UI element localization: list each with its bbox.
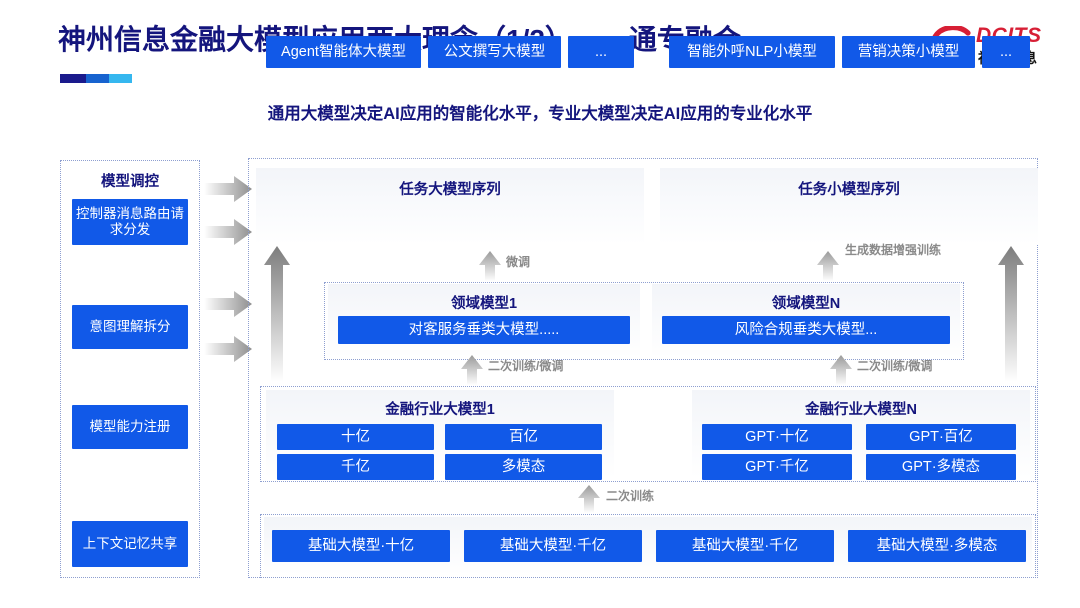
flow-arrow-right-3	[204, 291, 252, 317]
flow-arrow-up-finetune-left	[479, 251, 501, 281]
flow-arrow-up-retrain-left	[461, 355, 483, 385]
flow-label-gen-data-aug: 生成数据增强训练	[845, 243, 942, 257]
sidebar-frame	[60, 160, 200, 578]
finance-box-1-shiyi[interactable]: 十亿	[277, 424, 434, 450]
finance-box-1-baiyi[interactable]: 百亿	[445, 424, 602, 450]
sidebar-item-context-memory-sharing[interactable]: 上下文记忆共享	[72, 521, 188, 567]
flow-label-retrain-bottom: 二次训练	[606, 489, 655, 503]
finance-box-n-gpt-qianyi[interactable]: GPT·千亿	[702, 454, 852, 480]
base-model-frame	[260, 514, 1036, 578]
finance-model-1-title: 金融行业大模型1	[385, 402, 495, 418]
task-box-more-small[interactable]: ...	[982, 36, 1030, 68]
flow-arrow-up-tall-right	[998, 246, 1024, 382]
flow-arrow-up-gen-data-aug	[817, 251, 839, 281]
task-big-model-title: 任务大模型序列	[399, 182, 501, 198]
base-box-multimodal[interactable]: 基础大模型·多模态	[848, 530, 1026, 562]
sidebar-item-model-capability-registry[interactable]: 模型能力注册	[72, 405, 188, 449]
finance-box-n-gpt-baiyi[interactable]: GPT·百亿	[866, 424, 1016, 450]
flow-label-retrain-finetune-right: 二次训练/微调	[857, 359, 933, 373]
flow-label-retrain-finetune-left: 二次训练/微调	[488, 359, 564, 373]
finance-box-1-qianyi[interactable]: 千亿	[277, 454, 434, 480]
task-big-model-panel: 任务大模型序列	[256, 168, 644, 244]
task-small-model-panel: 任务小模型序列	[660, 168, 1038, 244]
task-box-agent-model[interactable]: Agent智能体大模型	[266, 36, 421, 68]
task-small-model-title: 任务小模型序列	[798, 182, 900, 198]
flow-arrow-right-2	[204, 219, 252, 245]
domain-box-risk-compliance[interactable]: 风险合规垂类大模型...	[662, 316, 950, 344]
task-box-marketing-decision-model[interactable]: 营销决策小模型	[842, 36, 975, 68]
sidebar-title: 模型调控	[101, 174, 159, 190]
task-box-outbound-nlp-model[interactable]: 智能外呼NLP小模型	[669, 36, 835, 68]
domain-model-n-title: 领域模型N	[771, 296, 841, 312]
base-box-qianyi-1[interactable]: 基础大模型·千亿	[464, 530, 642, 562]
flow-arrow-right-4	[204, 336, 252, 362]
domain-box-customer-service[interactable]: 对客服务垂类大模型.....	[338, 316, 630, 344]
finance-box-n-gpt-shiyi[interactable]: GPT·十亿	[702, 424, 852, 450]
finance-box-1-multimodal[interactable]: 多模态	[445, 454, 602, 480]
domain-model-frame	[324, 282, 964, 360]
task-box-more-big[interactable]: ...	[568, 36, 634, 68]
sidebar-item-controller-routing[interactable]: 控制器消息路由请求分发	[72, 199, 188, 245]
page-subtitle: 通用大模型决定AI应用的智能化水平，专业大模型决定AI应用的专业化水平	[267, 105, 813, 123]
base-box-shiyi[interactable]: 基础大模型·十亿	[272, 530, 450, 562]
flow-label-finetune-left: 微调	[506, 255, 531, 269]
flow-arrow-up-tall-left	[264, 246, 290, 382]
base-box-qianyi-2[interactable]: 基础大模型·千亿	[656, 530, 834, 562]
finance-box-n-gpt-multimodal[interactable]: GPT·多模态	[866, 454, 1016, 480]
task-box-document-writing-model[interactable]: 公文撰写大模型	[428, 36, 561, 68]
domain-model-1-title: 领域模型1	[450, 296, 518, 312]
flow-arrow-right-1	[204, 176, 252, 202]
finance-model-frame	[260, 386, 1036, 482]
finance-model-n-title: 金融行业大模型N	[805, 402, 917, 418]
title-underline-accent	[60, 74, 132, 83]
sidebar-item-intent-understanding[interactable]: 意图理解拆分	[72, 305, 188, 349]
flow-arrow-up-retrain-right	[830, 355, 852, 385]
flow-arrow-up-retrain-bottom	[578, 485, 600, 513]
